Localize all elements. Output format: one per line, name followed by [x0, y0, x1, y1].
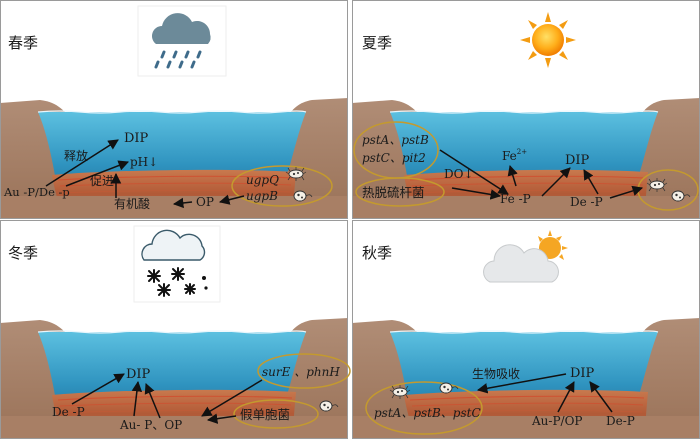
gene-line1-label: pstA、pstB [362, 133, 429, 147]
rain-cloud-icon [137, 5, 227, 77]
gene-ugpb-label: ugpB [246, 189, 278, 203]
panel-autumn: 秋季 DIP 生物吸收 pstA、pstB、pstC Au-P/OP De-P [351, 219, 700, 439]
fe2-label: Fe2+ [502, 148, 527, 163]
dip-label: DIP [126, 367, 151, 382]
gene-label: pstA、pstB、pstC [374, 406, 481, 420]
process-arrows [476, 373, 613, 413]
microbe-icon [389, 384, 411, 400]
gene-oval [365, 381, 483, 435]
de-p-label: De-P [606, 414, 635, 428]
fe-p-label: Fe -P [500, 192, 531, 206]
release-label: 释放 [64, 148, 88, 163]
gene-ugpq-label: ugpQ [246, 173, 279, 187]
uptake-label: 生物吸收 [472, 367, 520, 381]
season-label: 秋季 [362, 244, 392, 262]
process-arrows [439, 149, 644, 200]
au-op-label: Au-P/OP [531, 414, 582, 428]
de-p-label: De -P [52, 405, 85, 419]
sun-icon [518, 10, 578, 70]
panel-spring: 春季 DIP 释放 pH↓ 促进 Au -P/De -p 有机酸 OP ugpQ… [0, 0, 349, 220]
gene-oval [231, 165, 333, 207]
bacteria-label: 热脱硫杆菌 [362, 185, 425, 200]
season-label: 冬季 [8, 244, 38, 262]
dip-label: DIP [565, 153, 590, 168]
microbe-icon [285, 166, 307, 182]
panel-winter: 冬季 DIP De -P Au- P、OP surE 、phnH 假单胞菌 [0, 219, 351, 439]
organic-acid-label: 有机酸 [114, 196, 150, 211]
fe2-base: Fe [502, 149, 517, 163]
do-label: DO↓ [444, 167, 474, 181]
snow-cloud-icon [133, 225, 221, 303]
process-arrows [45, 139, 245, 209]
ph-label: pH↓ [130, 155, 158, 169]
bacteria-label: 假单胞菌 [240, 407, 290, 422]
dip-label: DIP [570, 366, 595, 381]
au-de-p-label: Au -P/De -p [3, 185, 70, 199]
gene-line2-label: pstC、pit2 [362, 151, 426, 165]
fe2-superscript: 2+ [517, 148, 527, 156]
op-label: OP [196, 195, 214, 209]
bacteria-oval [355, 177, 445, 207]
season-label: 春季 [8, 34, 38, 52]
de-p-label: De -P [570, 195, 603, 209]
dip-label: DIP [124, 131, 149, 146]
process-arrows [71, 373, 263, 424]
sun-behind-cloud-icon [480, 226, 580, 296]
bacteria-oval [233, 399, 319, 429]
promote-label: 促进 [90, 174, 114, 188]
microbe-icon [646, 177, 668, 193]
panel-summer: 夏季 pstA、pstB pstC、pit2 热脱硫杆菌 Fe2+ DIP DO… [351, 0, 700, 220]
gene-label: surE 、phnH [262, 365, 340, 379]
au-op-label: Au- P、OP [119, 418, 182, 432]
gene-oval [257, 353, 351, 389]
season-label: 夏季 [362, 34, 392, 52]
